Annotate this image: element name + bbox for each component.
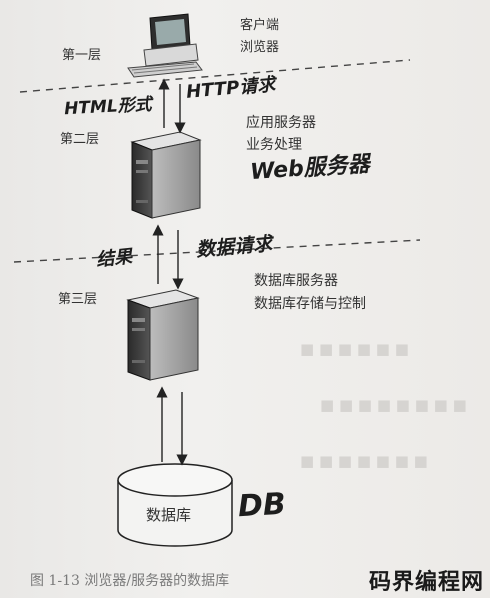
browser-label: 浏览器 <box>240 40 280 55</box>
layer-separator-2 <box>13 239 421 263</box>
database-cylinder <box>117 463 233 547</box>
layer-3-label: 第三层 <box>58 292 98 307</box>
db-server-icon <box>126 289 200 381</box>
bleed-through-text: ■ ■ ■ ■ ■ ■ <box>300 340 409 358</box>
db-storage-label: 数据库存储与控制 <box>254 296 366 312</box>
html-format-annotation: HTML形式 <box>63 94 153 120</box>
layer-1-label: 第一层 <box>62 48 102 63</box>
layer-2-label: 第二层 <box>60 132 100 147</box>
client-label: 客户端 <box>240 18 280 33</box>
web-server-icon <box>130 131 202 219</box>
app-server-label: 应用服务器 <box>246 115 316 131</box>
bleed-through-text: ■ ■ ■ ■ ■ ■ ■ <box>300 452 428 470</box>
business-logic-label: 业务处理 <box>246 137 302 153</box>
bleed-through-text: ■ ■ ■ ■ ■ ■ ■ ■ <box>320 396 467 414</box>
result-annotation: 结果 <box>95 246 134 271</box>
client-computer-icon <box>127 13 203 78</box>
database-label: 数据库 <box>146 506 192 524</box>
db-server-label: 数据库服务器 <box>254 273 338 289</box>
figure-caption: 图 1-13 浏览器/服务器的数据库 <box>30 573 230 589</box>
site-watermark: 码界编程网 <box>368 570 484 595</box>
layer-separator-1 <box>19 59 411 93</box>
db-handwritten: DB <box>237 486 287 525</box>
